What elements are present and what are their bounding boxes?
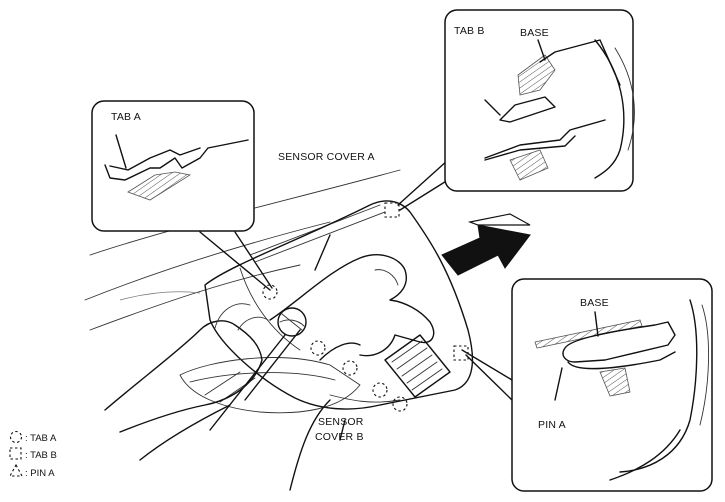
label-tab-a: TAB A <box>111 111 141 123</box>
tab-b-markers <box>384 202 469 361</box>
sensor-cover-b-body <box>179 357 401 414</box>
legend-tab-b-text: : TAB B <box>25 450 57 461</box>
label-pin-a: PIN A <box>538 419 566 431</box>
label-sensor-cover-b-line2: COVER B <box>315 431 364 443</box>
label-sensor-cover-a: SENSOR COVER A <box>278 151 375 163</box>
sensor-grille <box>384 334 451 398</box>
detail-box-tab-a <box>91 100 255 232</box>
pin-a-marker <box>277 307 307 337</box>
legend-tab-a-text: : TAB A <box>25 433 57 444</box>
legend-tab-b-symbol <box>9 447 22 460</box>
legend-pin-a-symbol <box>9 463 23 477</box>
tab-b-detail-drawing <box>484 39 635 181</box>
right-hand <box>269 254 435 491</box>
detail-box-pin-a <box>511 278 713 492</box>
direction-arrow <box>441 213 531 276</box>
left-hand <box>104 303 269 461</box>
tab-a-detail-drawing <box>104 134 249 201</box>
label-base-pin-detail: BASE <box>580 297 609 309</box>
legend-pin-a-text: : PIN A <box>25 468 55 479</box>
label-base: BASE <box>520 27 549 39</box>
pin-a-detail-drawing <box>534 299 709 481</box>
sensor-cover-a-body <box>204 200 474 410</box>
detail-box-tab-b <box>444 9 635 192</box>
label-tab-b: TAB B <box>454 25 485 37</box>
leader-lines <box>199 159 513 441</box>
label-sensor-cover-b-line1: SENSOR <box>318 416 364 428</box>
legend: : TAB A : TAB B : PIN A <box>9 430 57 479</box>
tab-a-markers <box>262 284 408 412</box>
legend-tab-a-symbol <box>9 430 23 444</box>
